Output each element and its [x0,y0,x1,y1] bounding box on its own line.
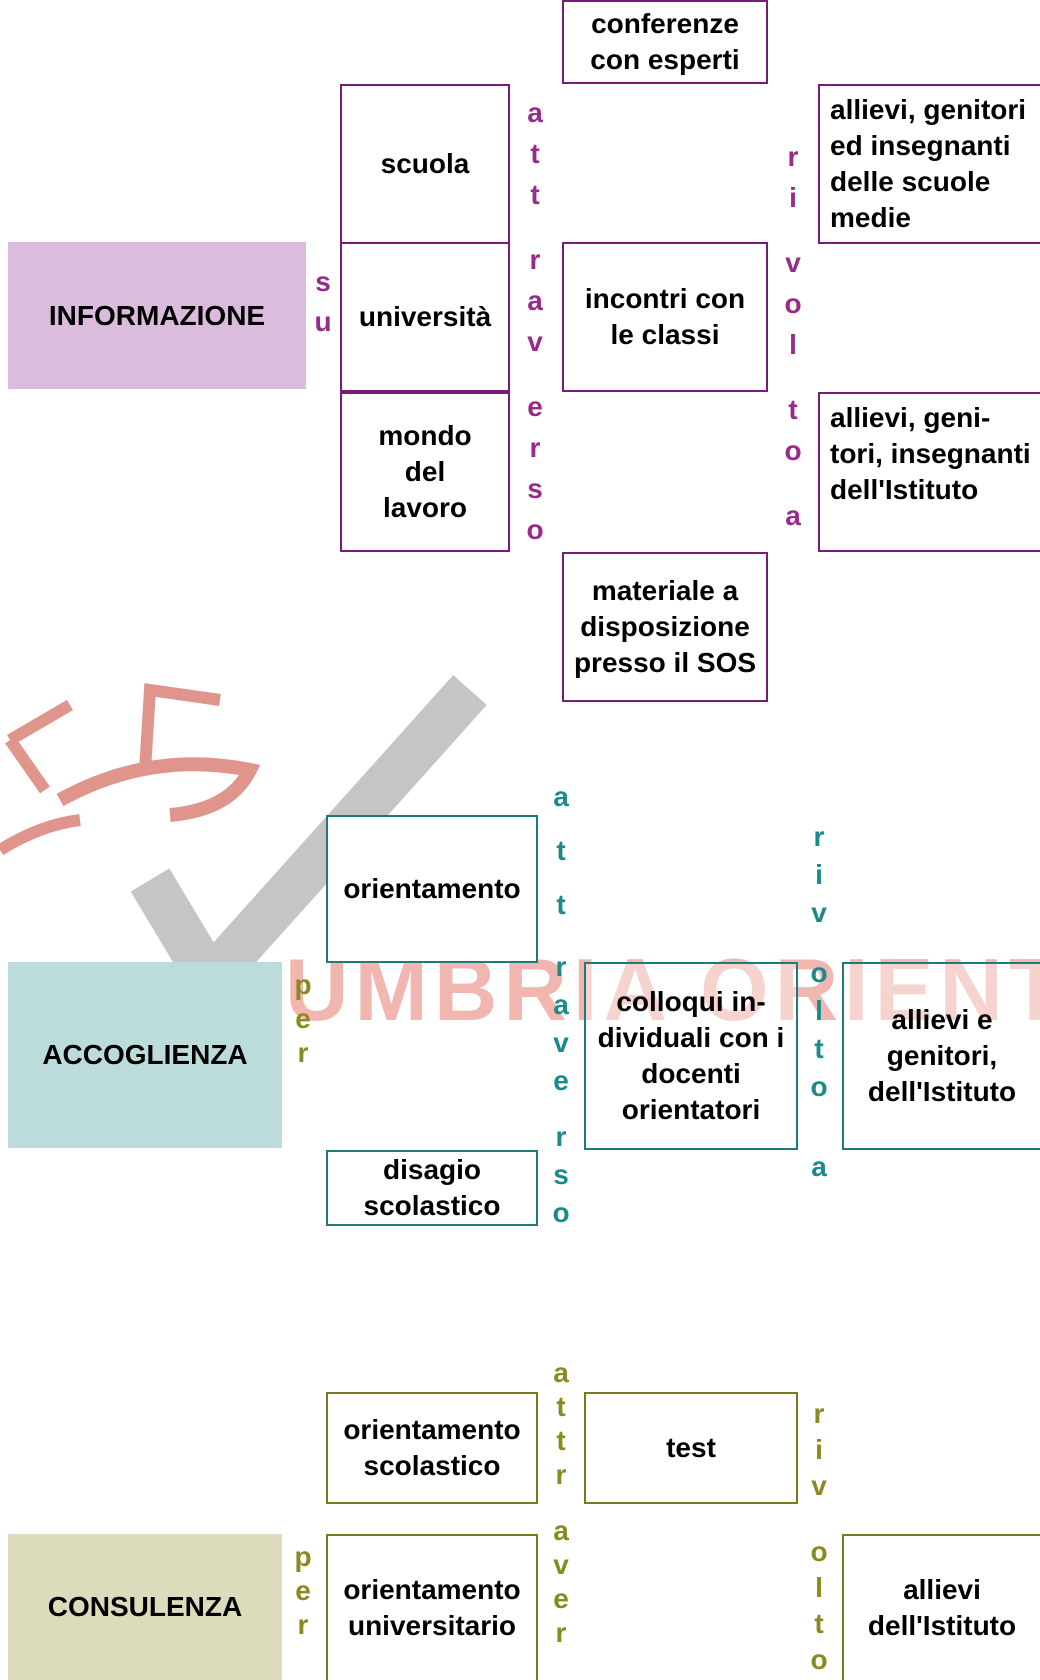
consulenza-title: CONSULENZA [47,1591,243,1622]
means-materiale: materiale a disposizione presso il SOS [562,552,768,702]
target-scuole-medie: allievi, genitori ed insegnanti delle sc… [818,84,1040,244]
source-orientamento-scolastico: orientamento scolastico [326,1392,538,1504]
target-istituto: allievi, geni-tori, insegnanti dell'Isti… [818,392,1040,552]
source-disagio: disagio scolastico [326,1150,538,1226]
consulenza-block: CONSULENZA [8,1534,282,1680]
accoglienza-title: ACCOGLIENZA [42,1039,248,1070]
connector-attraverso-consulenza: a t t r a v e r [553,1357,569,1648]
target-allievi-genitori: allievi e genitori, dell'Istituto [842,962,1040,1150]
informazione-block: INFORMAZIONE [8,242,306,389]
means-conferenze: conferenze con esperti [562,0,768,84]
source-scuola: scuola [340,84,510,244]
source-orientamento-universitario: orientamento universitario [326,1534,538,1680]
connector-attraverso-accoglienza: a t t r a v e r s o [552,781,570,1228]
source-universita: università [340,242,510,392]
informazione-title: INFORMAZIONE [48,299,266,331]
target-allievi-istituto: allievi dell'Istituto [842,1534,1040,1680]
source-orientamento: orientamento [326,815,538,963]
connector-rivolto-a-consulenza: r i v o l t o [810,1398,828,1675]
connector-su: s u [314,266,332,337]
connector-rivolto-a-accoglienza: r i v o l t o a [810,821,828,1182]
source-mondo-lavoro: mondo del lavoro [340,392,510,552]
connector-per-consulenza: p e r [294,1541,312,1640]
connector-per-accoglienza: p e r [294,969,312,1068]
accoglienza-block: ACCOGLIENZA [8,962,282,1148]
means-test: test [584,1392,798,1504]
means-colloqui: colloqui in-dividuali con i docenti orie… [584,962,798,1150]
connector-attraverso: a t t r a v e r s o [526,97,544,545]
connector-rivolto-a: r i v o l t o a [784,141,802,531]
means-incontri: incontri con le classi [562,242,768,392]
